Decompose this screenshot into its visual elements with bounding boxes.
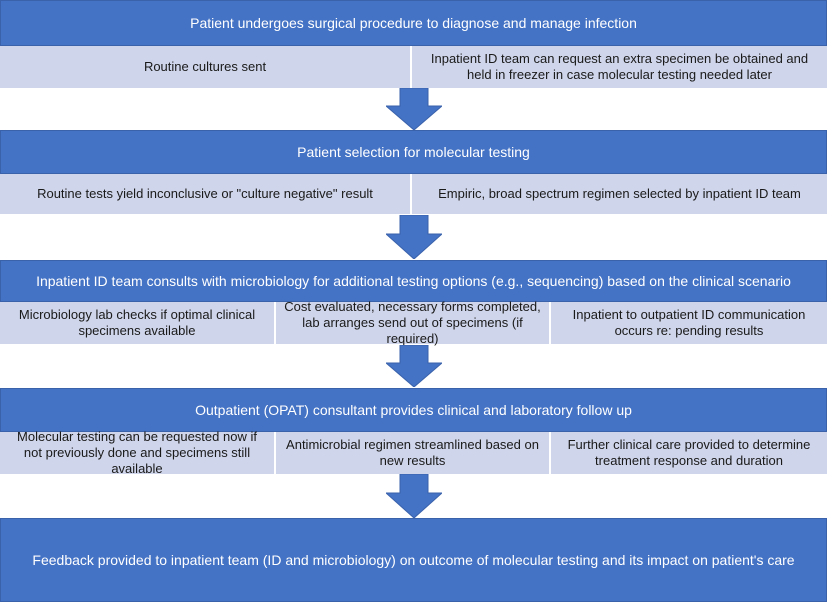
step-4-details: Molecular testing can be requested now i… xyxy=(0,429,827,476)
step-5-header: Feedback provided to inpatient team (ID … xyxy=(0,518,827,602)
step-4-header: Outpatient (OPAT) consultant provides cl… xyxy=(0,388,827,432)
step-3-header: Inpatient ID team consults with microbio… xyxy=(0,260,827,302)
step-4-detail-1: Molecular testing can be requested now i… xyxy=(0,429,276,476)
step-2-details: Routine tests yield inconclusive or "cul… xyxy=(0,174,827,214)
step-1-detail-2: Inpatient ID team can request an extra s… xyxy=(412,46,827,88)
step-1-details: Routine cultures sent Inpatient ID team … xyxy=(0,46,827,88)
down-arrow-icon xyxy=(386,345,442,387)
step-3-detail-2: Cost evaluated, necessary forms complete… xyxy=(276,299,551,346)
step-4-detail-2: Antimicrobial regimen streamlined based … xyxy=(276,432,551,474)
step-2-header: Patient selection for molecular testing xyxy=(0,130,827,174)
down-arrow-icon xyxy=(386,474,442,518)
step-2-detail-1: Routine tests yield inconclusive or "cul… xyxy=(0,174,412,214)
step-1-detail-1: Routine cultures sent xyxy=(0,46,412,88)
step-3-detail-1: Microbiology lab checks if optimal clini… xyxy=(0,302,276,344)
step-1-header: Patient undergoes surgical procedure to … xyxy=(0,0,827,46)
down-arrow-icon xyxy=(386,215,442,259)
down-arrow-icon xyxy=(386,88,442,130)
step-3-details: Microbiology lab checks if optimal clini… xyxy=(0,299,827,346)
step-2-detail-2: Empiric, broad spectrum regimen selected… xyxy=(412,174,827,214)
step-3-detail-3: Inpatient to outpatient ID communication… xyxy=(551,302,827,344)
step-4-detail-3: Further clinical care provided to determ… xyxy=(551,432,827,474)
